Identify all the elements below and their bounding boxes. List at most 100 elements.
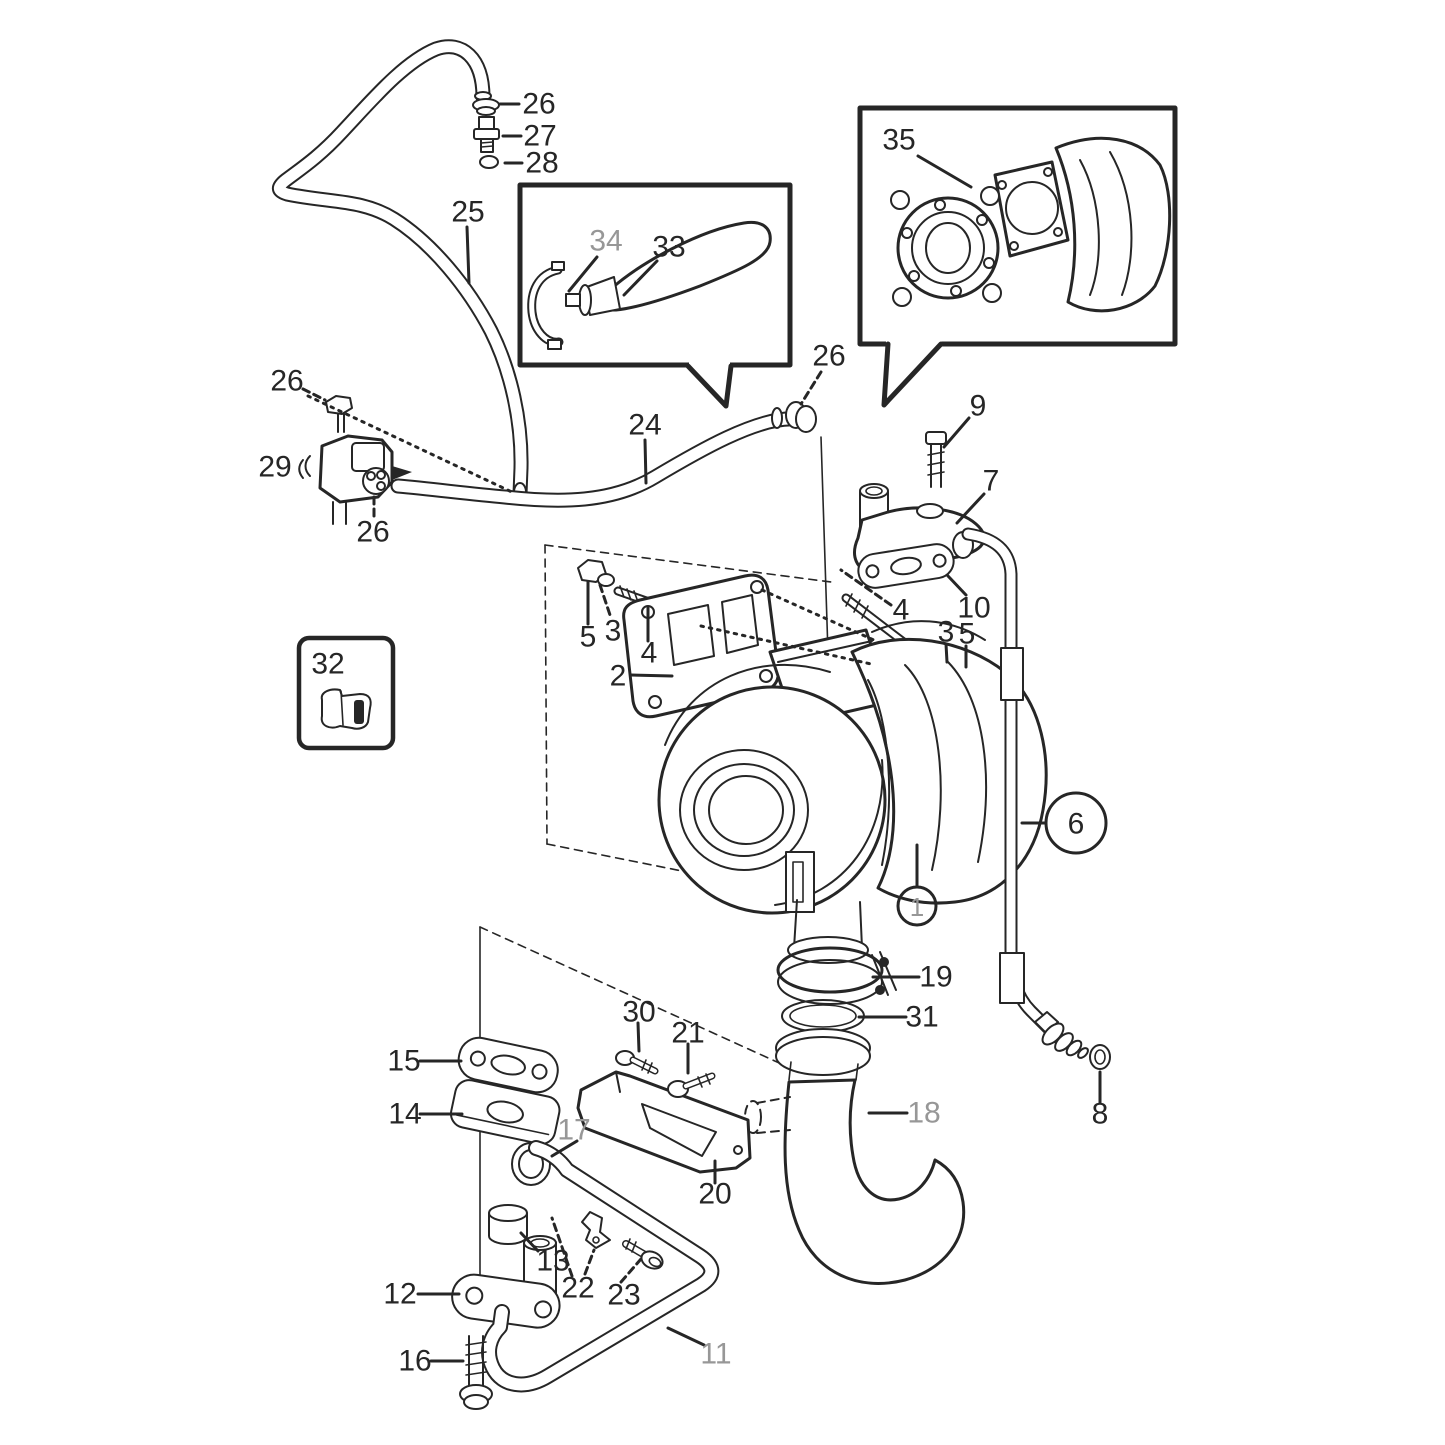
part-callout-11: 11 xyxy=(700,1338,731,1371)
leader-line-18 xyxy=(629,673,674,678)
hose-33 xyxy=(565,220,772,316)
seal-ring-31 xyxy=(781,999,865,1033)
inset-box-hose xyxy=(517,182,793,409)
leader-line-11 xyxy=(946,574,968,597)
part-callout-8: 8 xyxy=(1092,1098,1109,1131)
clamp-34 xyxy=(527,261,565,350)
spacer-13 xyxy=(488,1204,528,1245)
drain-pipe-flange-12 xyxy=(451,1235,561,1329)
part-callout-15: 15 xyxy=(387,1045,420,1078)
leader-line-13 xyxy=(944,642,949,664)
part-callout-26d: 26 xyxy=(356,516,389,549)
part-callout-3l: 3 xyxy=(605,615,622,648)
part-callout-24: 24 xyxy=(628,409,661,442)
leader-line-37 xyxy=(306,394,516,495)
clip-box-32 xyxy=(296,635,396,751)
v-band-clamp-19 xyxy=(776,946,897,1005)
circled-callout-6[interactable]: 6 xyxy=(1044,791,1108,855)
part-callout-5l: 5 xyxy=(580,621,597,654)
part-callout-17: 17 xyxy=(557,1114,590,1147)
banjo-bolt-9 xyxy=(925,431,947,488)
svg-text:6: 6 xyxy=(1068,808,1085,841)
leader-line-36 xyxy=(301,387,327,402)
bolt-21 xyxy=(667,1072,716,1098)
part-callout-10: 10 xyxy=(957,592,990,625)
leader-line-7 xyxy=(643,438,648,485)
leader-line-9 xyxy=(942,416,971,449)
part-callout-26a: 26 xyxy=(522,88,555,121)
banjo-fitting xyxy=(1034,1011,1089,1059)
bolt-16 xyxy=(459,1335,493,1410)
drain-gasket-15 xyxy=(457,1036,559,1094)
leader-line-42 xyxy=(699,624,873,666)
part-callout-33: 33 xyxy=(652,231,685,264)
part-callout-21: 21 xyxy=(671,1017,704,1050)
outlet-bracket xyxy=(785,851,815,913)
leader-line-5 xyxy=(622,259,659,297)
part-callout-3r: 3 xyxy=(938,616,955,649)
leader-line-6 xyxy=(916,154,973,189)
leader-line-41 xyxy=(760,588,878,643)
turbocharger-1 xyxy=(657,620,1048,964)
part-callout-18: 18 xyxy=(907,1097,940,1130)
part-callout-25: 25 xyxy=(451,196,484,229)
oil-flange-gasket-10 xyxy=(857,543,955,589)
part-callout-29: 29 xyxy=(258,451,291,484)
check-valve-29 xyxy=(298,395,412,525)
leader-line-28 xyxy=(519,1231,540,1253)
part-callout-9: 9 xyxy=(970,390,987,423)
part-callout-26b: 26 xyxy=(812,340,845,373)
part-callout-27: 27 xyxy=(523,120,556,153)
part-callout-23: 23 xyxy=(607,1279,640,1312)
leader-line-29 xyxy=(550,1216,574,1278)
flange-35-artwork xyxy=(890,136,1172,313)
part-callout-14: 14 xyxy=(388,1098,421,1131)
leader-line-16 xyxy=(598,583,613,620)
crankcase-hose-24 xyxy=(390,407,802,508)
part-callout-30: 30 xyxy=(622,996,655,1029)
part-callout-4r: 4 xyxy=(893,594,910,627)
leader-line-12 xyxy=(839,568,893,607)
leader-line-3 xyxy=(465,225,471,285)
leader-lines xyxy=(301,102,1102,1363)
o-ring-8 xyxy=(1089,1044,1111,1070)
leader-line-8 xyxy=(799,370,823,406)
leader-line-10 xyxy=(955,492,986,525)
part-callout-34: 34 xyxy=(589,225,622,258)
bolt-23 xyxy=(622,1238,664,1270)
part-callout-12: 12 xyxy=(383,1278,416,1311)
leader-line-34 xyxy=(666,1326,706,1347)
part-callout-28: 28 xyxy=(525,147,558,180)
exhaust-elbow-18 xyxy=(744,1028,966,1285)
svg-text:1: 1 xyxy=(910,892,924,922)
leader-line-24 xyxy=(636,1021,641,1053)
inset-box-flange xyxy=(857,105,1178,408)
part-callout-31: 31 xyxy=(905,1001,938,1034)
drain-hose-11 xyxy=(481,1140,720,1393)
part-callout-16: 16 xyxy=(398,1345,431,1378)
part-callout-4l: 4 xyxy=(641,637,658,670)
circled-callout-1[interactable]: 1 xyxy=(896,885,938,927)
part-callout-19: 19 xyxy=(919,961,952,994)
screw-30 xyxy=(615,1050,659,1075)
clip-22 xyxy=(581,1211,611,1249)
circled-callouts: 61 xyxy=(896,791,1108,927)
part-callout-32: 32 xyxy=(311,648,344,681)
gasket-2 xyxy=(622,573,780,719)
part-callout-26c: 26 xyxy=(270,365,303,398)
banjo-bolt-stack-26-27-28 xyxy=(472,98,500,169)
part-callout-22: 22 xyxy=(561,1272,594,1305)
hose-clamp-26 xyxy=(785,401,817,433)
part-callout-7: 7 xyxy=(983,465,1000,498)
part-callout-2: 2 xyxy=(610,660,627,693)
leader-line-26 xyxy=(550,1139,579,1158)
part-callout-35: 35 xyxy=(882,124,915,157)
oil-pipe-6 xyxy=(961,527,1111,1070)
leader-line-31 xyxy=(619,1257,643,1284)
drain-flange-14 xyxy=(449,1079,561,1145)
leader-line-4 xyxy=(567,255,599,293)
leader-line-30 xyxy=(583,1248,596,1276)
